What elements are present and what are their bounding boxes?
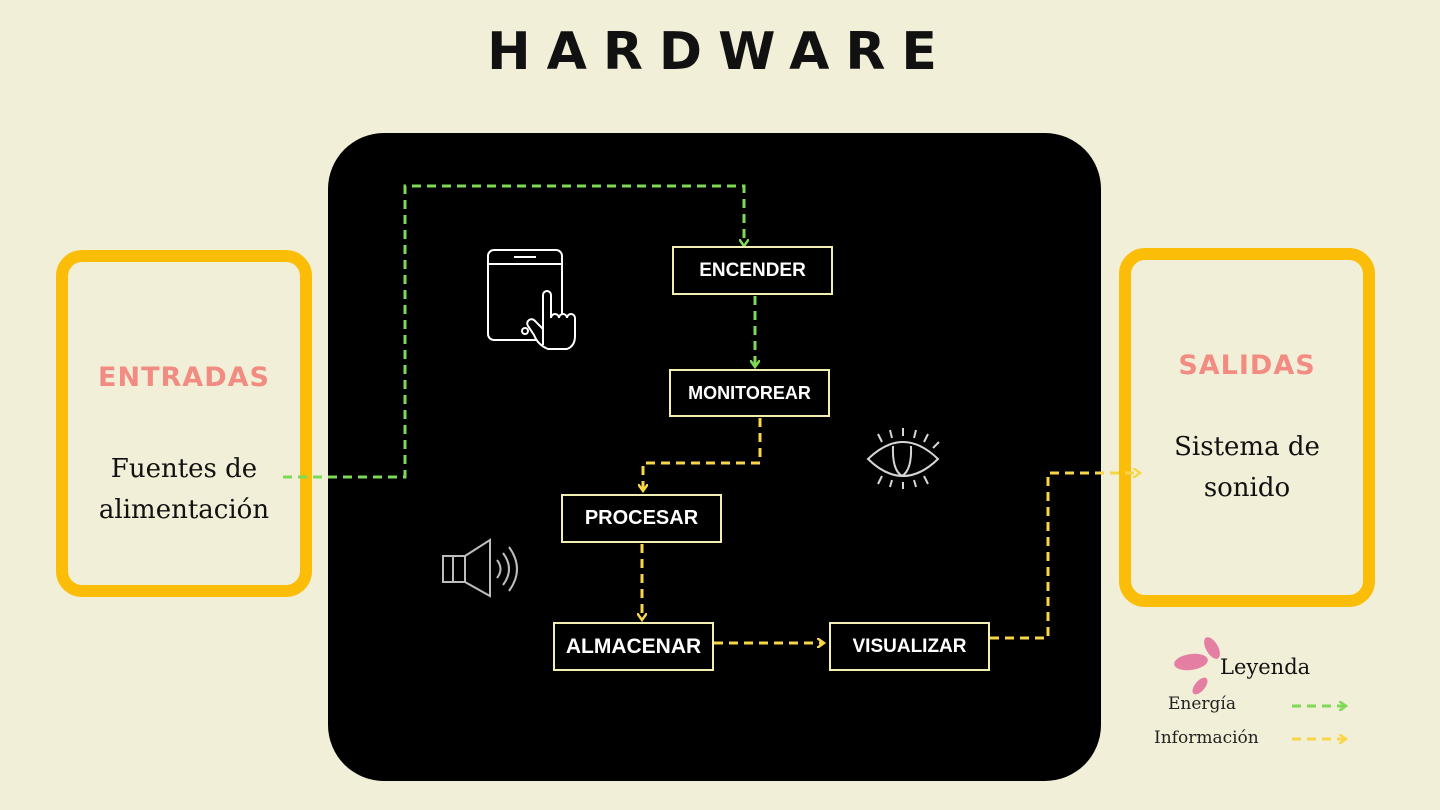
node-procesar: PROCESAR bbox=[561, 494, 722, 543]
legend-info-label: Información bbox=[1154, 728, 1259, 748]
flower-icon bbox=[1174, 637, 1220, 695]
speaker-icon bbox=[442, 538, 518, 598]
info-connector-output bbox=[990, 473, 1139, 640]
inputs-box: ENTRADAS Fuentes de alimentación bbox=[56, 250, 312, 597]
legend-energy-label: Energía bbox=[1168, 694, 1236, 714]
node-monitorear: MONITOREAR bbox=[669, 369, 830, 417]
outputs-box: SALIDAS Sistema de sonido bbox=[1119, 248, 1375, 607]
energy-connector-input bbox=[283, 184, 744, 479]
node-visualizar: VISUALIZAR bbox=[829, 622, 990, 671]
outputs-heading: SALIDAS bbox=[1178, 350, 1316, 381]
hardware-panel bbox=[328, 133, 1101, 781]
inputs-line-2: alimentación bbox=[98, 495, 270, 525]
node-encender: ENCENDER bbox=[672, 246, 833, 295]
node-almacenar: ALMACENAR bbox=[553, 622, 714, 671]
page-title: HARDWARE bbox=[487, 22, 953, 82]
inputs-heading: ENTRADAS bbox=[98, 362, 270, 393]
tablet-touch-icon bbox=[487, 249, 576, 350]
eye-icon bbox=[866, 428, 940, 489]
info-connector-monitorear-procesar bbox=[643, 418, 762, 490]
legend-title: Leyenda bbox=[1220, 655, 1311, 679]
outputs-line-2: sonido bbox=[1203, 473, 1291, 503]
outputs-line-1: Sistema de bbox=[1174, 432, 1320, 462]
inputs-line-1: Fuentes de bbox=[110, 454, 258, 484]
